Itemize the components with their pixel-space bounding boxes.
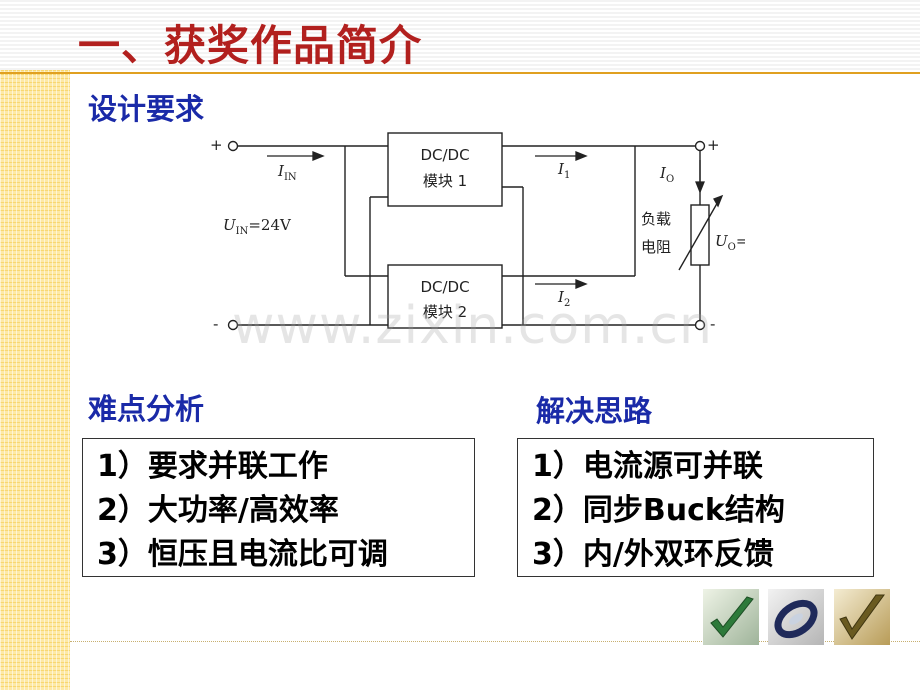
ring-blue-icon xyxy=(768,589,824,645)
dcdc-module-2-box xyxy=(387,264,503,329)
solution-item-1: 1）电流源可并联 xyxy=(532,449,763,484)
module-1-name: 模块 1 xyxy=(423,172,467,190)
left-decorative-stripe xyxy=(0,70,70,690)
dcdc-module-1-box xyxy=(387,132,503,207)
watermark: www.zixin.com.cn xyxy=(232,296,713,356)
load-resistor xyxy=(690,204,710,266)
load-label-line-2: 电阻 xyxy=(641,238,671,256)
load-label-line-1: 负载 xyxy=(641,210,671,228)
module-2-name: 模块 2 xyxy=(423,303,467,321)
bottom-divider xyxy=(70,641,920,642)
input-plus-terminal xyxy=(227,140,239,152)
difficulty-item-2: 2）大功率/高效率 xyxy=(97,493,339,528)
output-plus-terminal xyxy=(694,140,706,152)
output-current-label: IO xyxy=(659,164,674,185)
difficulty-box: 1）要求并联工作 2）大功率/高效率 3）恒压且电流比可调 xyxy=(82,438,475,577)
module-2-current-label: I2 xyxy=(557,288,570,309)
check-mark-green-icon xyxy=(703,589,759,645)
output-minus-label: - xyxy=(710,315,715,333)
module-2-title: DC/DC xyxy=(420,278,469,296)
difficulty-item-3: 3）恒压且电流比可调 xyxy=(97,537,388,572)
input-voltage-label: UIN=24V xyxy=(223,216,292,237)
slide-title: 一、获奖作品简介 xyxy=(78,21,423,70)
solution-approach-heading: 解决思路 xyxy=(536,394,653,428)
input-current-label: IIN xyxy=(277,162,297,183)
check-mark-gold-icon xyxy=(834,589,890,645)
solution-item-3: 3）内/外双环反馈 xyxy=(532,537,774,572)
difficulty-item-1: 1）要求并联工作 xyxy=(97,449,328,484)
module-1-current-label: I1 xyxy=(557,160,570,181)
difficulty-analysis-heading: 难点分析 xyxy=(88,392,205,426)
design-requirements-heading: 设计要求 xyxy=(88,92,205,126)
solution-box: 1）电流源可并联 2）同步Buck结构 3）内/外双环反馈 xyxy=(517,438,874,577)
output-plus-label: + xyxy=(707,136,720,154)
title-bar-background xyxy=(0,0,920,70)
output-voltage-label: UO=8.0V xyxy=(715,232,745,253)
module-1-title: DC/DC xyxy=(420,146,469,164)
circuit-diagram: + - + - DC/DC 模块 1 DC/DC 模块 2 IIN UIN=24… xyxy=(210,132,745,333)
title-underline xyxy=(0,72,920,74)
solution-item-2: 2）同步Buck结构 xyxy=(532,493,785,528)
input-plus-label: + xyxy=(210,136,223,154)
input-minus-label: - xyxy=(213,315,218,333)
input-minus-terminal xyxy=(227,319,239,331)
variable-arrow xyxy=(678,199,720,271)
